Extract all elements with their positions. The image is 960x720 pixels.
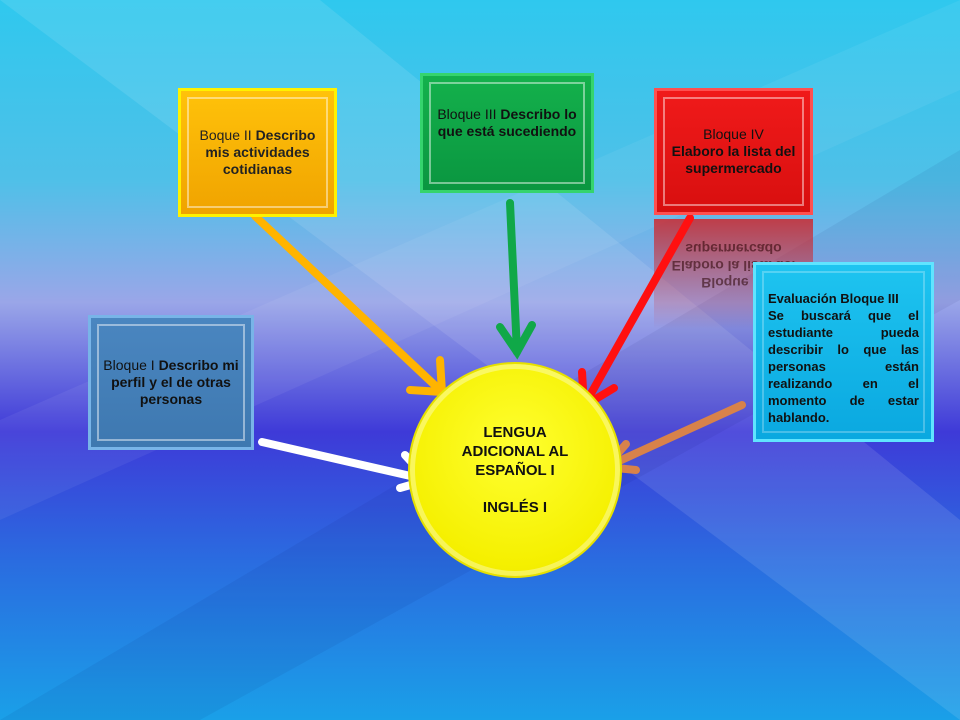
bloque2-text: Describo mis actividades cotidianas <box>205 127 316 177</box>
bloque4-text: Elaboro la lista del supermercado <box>671 143 796 176</box>
bloque4-lead-numeral: IV <box>750 126 764 142</box>
arrow-bloque3 <box>496 199 536 360</box>
bloque1-box: Bloque I Describo mi perfil y el de otra… <box>88 315 254 450</box>
bloque3-box: Bloque III Describo lo que está sucedien… <box>420 73 594 193</box>
arrow-evaluacion <box>597 401 746 474</box>
evaluacion-text: Se buscará que el estudiante pueda descr… <box>768 308 919 425</box>
center-line2: ADICIONAL AL <box>461 443 569 460</box>
evaluacion-title: Evaluación Bloque III <box>768 291 899 306</box>
arrow-bloque4 <box>578 214 694 413</box>
bloque1-text: Describo mi perfil y el de otras persona… <box>111 357 239 407</box>
bloque3-text: Describo lo que está sucediendo <box>437 106 577 139</box>
bloque4-lead: Bloque <box>703 126 747 142</box>
center-subtitle: INGLÉS I <box>482 499 548 516</box>
bloque3-lead: Bloque III <box>437 106 497 122</box>
arrow-bloque2 <box>251 212 447 397</box>
center-circle: LENGUA ADICIONAL AL ESPAÑOL I INGLÉS I <box>408 362 622 578</box>
center-line3: ESPAÑOL I <box>475 462 555 479</box>
evaluacion-box: Evaluación Bloque III Se buscará que el … <box>753 262 934 442</box>
bloque2-lead: Boque II <box>199 127 252 143</box>
bloque2-box: Boque II Describo mis actividades cotidi… <box>178 88 337 217</box>
arrow-bloque1 <box>258 438 436 492</box>
center-line1: LENGUA <box>483 424 547 441</box>
bloque1-lead: Bloque I <box>103 357 155 373</box>
